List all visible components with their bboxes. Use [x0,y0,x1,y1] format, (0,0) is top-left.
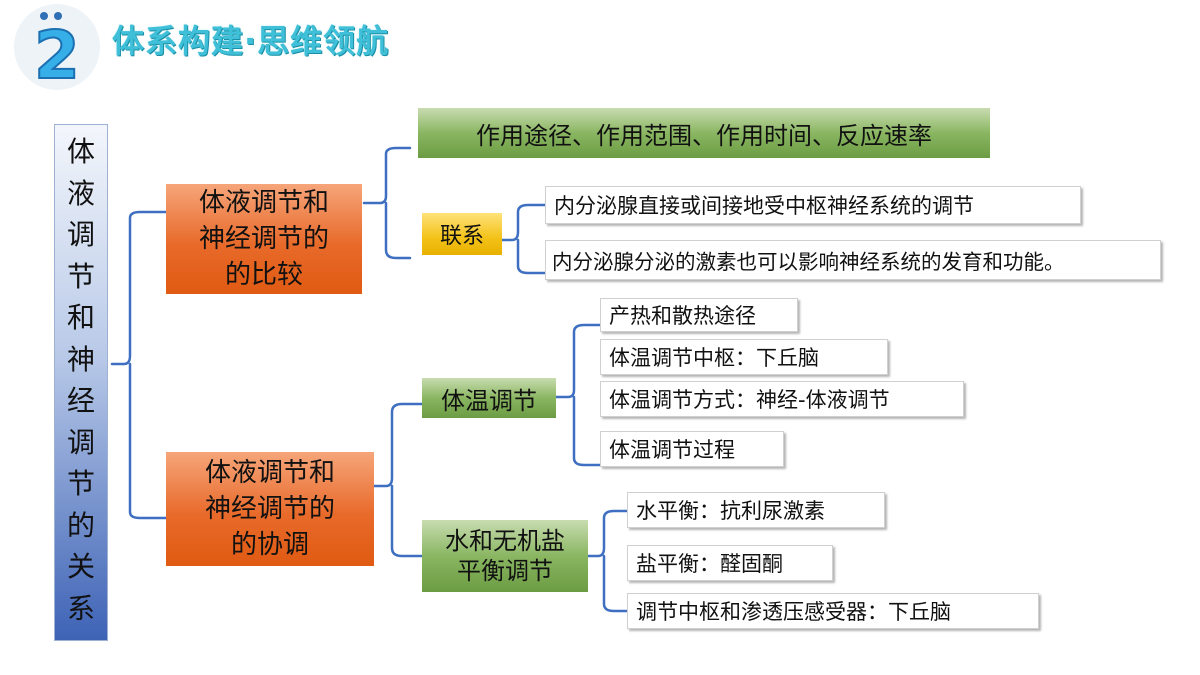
compare-label-line: 神经调节的 [198,224,329,254]
water-salt-node: 水和无机盐 平衡调节 [422,520,588,592]
section-number: 2 [34,17,80,90]
compare-label-line: 的比较 [224,260,303,290]
root-label: 体液调 节和神 经调节 的关系 [66,135,95,625]
section-number-badge: 2 [14,4,100,90]
link-item: 内分泌腺直接或间接地受中枢神经系统的调节 [545,186,1081,224]
water-salt-item: 水平衡：抗利尿激素 [627,492,885,528]
temperature-item: 体温调节中枢：下丘脑 [600,339,888,375]
coordinate-label-line: 体液调节和 [204,458,335,488]
water-bracket [586,509,629,613]
coordinate-node: 体液调节和 神经调节的 的协调 [166,452,374,566]
coordinate-label-line: 的协调 [230,530,309,560]
water-salt-item: 盐平衡：醛固酮 [627,545,833,581]
difference-node: 作用途径、作用范围、作用时间、反应速率 [418,108,990,158]
water-salt-item: 调节中枢和渗透压感受器：下丘脑 [627,593,1039,629]
link-node: 联系 [422,213,502,255]
water-salt-label-line: 水和无机盐 [445,527,565,555]
coordinate-label-line: 神经调节的 [204,494,335,524]
temperature-bracket [554,323,602,467]
compare-bracket [362,146,412,260]
coordinate-bracket [372,402,424,558]
temperature-item: 体温调节过程 [600,431,784,467]
temperature-item: 产热和散热途径 [600,298,798,332]
root-bracket [110,210,168,520]
page-title: 体系构建·思维领航 [112,22,390,60]
temperature-node: 体温调节 [422,378,556,418]
root-node: 体液调 节和神 经调节 的关系 [54,124,108,641]
compare-label-line: 体液调节和 [198,188,329,218]
water-salt-label-line: 平衡调节 [457,557,553,585]
compare-node: 体液调节和 神经调节的 的比较 [166,184,362,294]
link-item: 内分泌腺分泌的激素也可以影响神经系统的发育和功能。 [545,240,1161,280]
number-two-icon: 2 [33,12,81,90]
link-bracket [500,203,547,275]
temperature-item: 体温调节方式：神经-体液调节 [600,381,964,417]
